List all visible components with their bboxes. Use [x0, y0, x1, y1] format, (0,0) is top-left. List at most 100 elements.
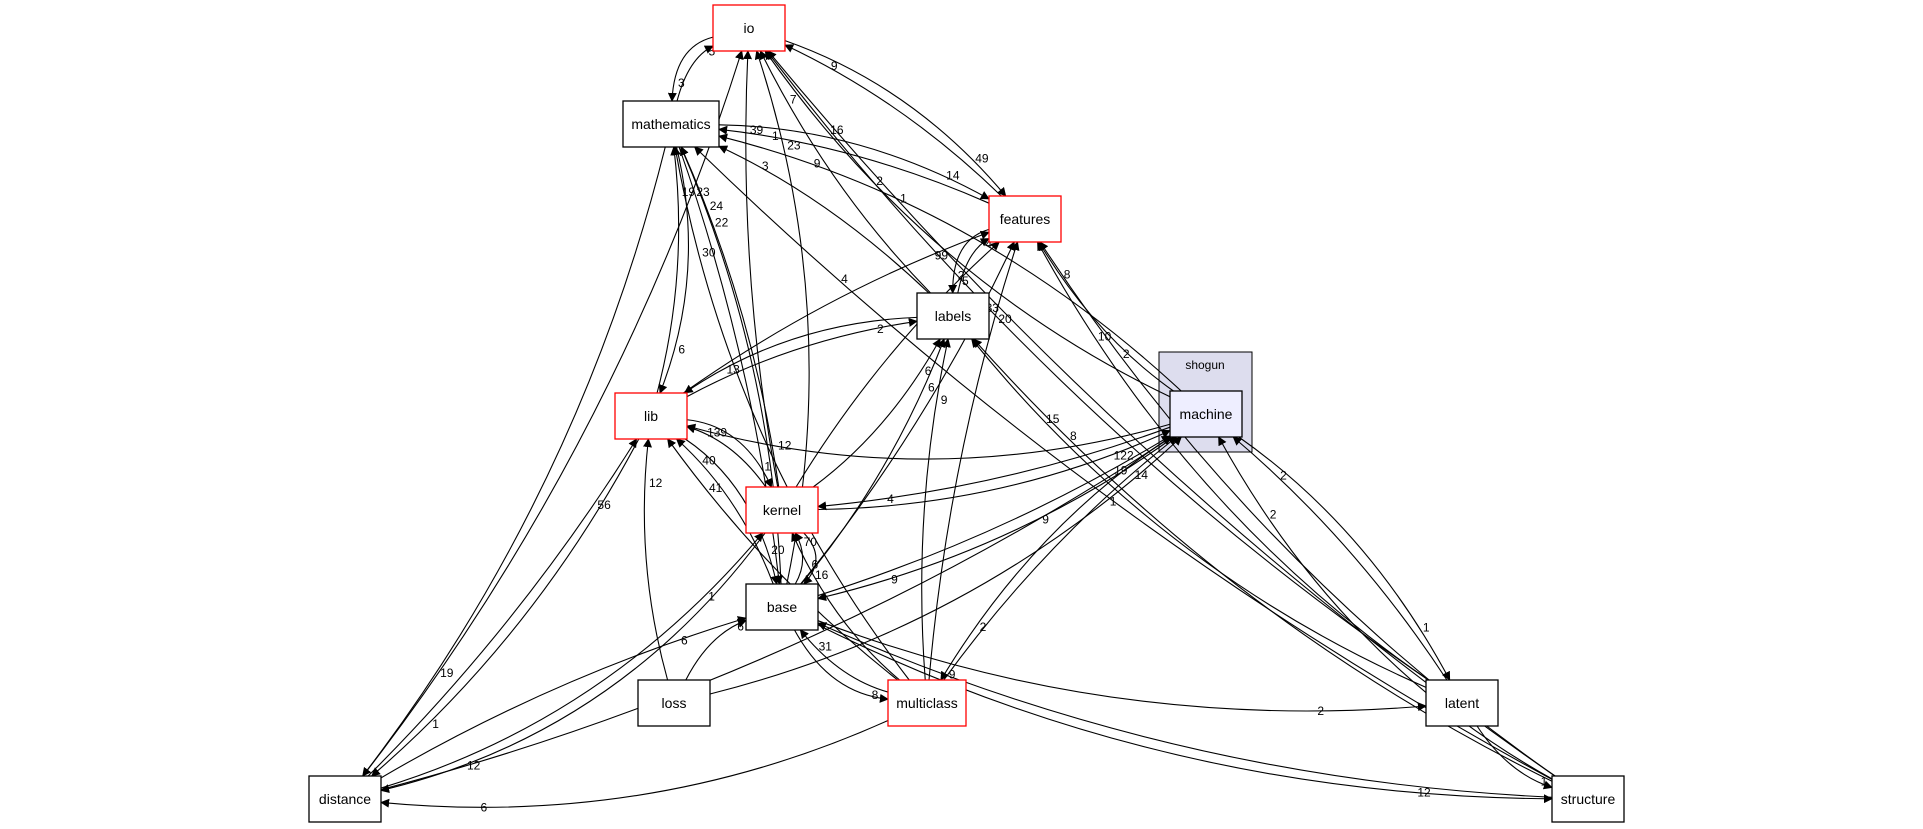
edge-label: 41 — [709, 481, 723, 495]
node-box[interactable] — [916, 292, 990, 340]
edge-label: 139 — [707, 426, 727, 440]
edge-latent-to-labels — [971, 338, 1427, 688]
edge-base-to-labels — [800, 338, 946, 585]
node-base[interactable]: base — [745, 583, 819, 631]
node-label: lib — [644, 408, 658, 424]
edge-labels-to-mathematics — [718, 145, 930, 294]
edge-label: 99 — [935, 248, 949, 262]
edge-mathematics-to-distance — [362, 146, 666, 777]
node-machine[interactable]: machine — [1169, 390, 1243, 438]
edge-label: 56 — [597, 498, 611, 512]
node-box[interactable] — [887, 679, 967, 727]
edge-label: 12 — [778, 439, 792, 453]
node-box[interactable] — [637, 679, 711, 727]
node-lib[interactable]: lib — [614, 392, 688, 440]
edge-label: 19 — [440, 666, 454, 680]
edge-label: 24 — [710, 199, 724, 213]
node-label: base — [767, 599, 798, 615]
edge-label: 22 — [715, 216, 729, 230]
node-kernel[interactable]: kernel — [745, 486, 819, 534]
edge-kernel-to-distance — [380, 532, 766, 793]
node-box[interactable] — [308, 775, 382, 823]
edge-multiclass-to-kernel — [791, 532, 900, 681]
node-label: latent — [1445, 695, 1479, 711]
edge-label: 1 — [1423, 620, 1430, 634]
edge-labels-to-lib — [683, 316, 918, 394]
edge-label: 4 — [887, 492, 894, 506]
edge-io-to-mathematics — [667, 36, 714, 102]
edge-label: 14 — [946, 168, 960, 182]
node-multiclass[interactable]: multiclass — [887, 679, 967, 727]
edge-features-to-mathematics — [718, 125, 990, 204]
edge-multiclass-to-distance — [380, 720, 889, 808]
edge-label: 6 — [925, 364, 932, 378]
node-box[interactable] — [1551, 775, 1625, 823]
edge-label: 122 — [1114, 449, 1134, 463]
edge-mathematics-to-lib — [658, 146, 689, 394]
node-label: distance — [319, 791, 371, 807]
edge-label: 1 — [432, 717, 439, 731]
node-box[interactable] — [745, 486, 819, 534]
edge-lib-to-labels — [686, 317, 918, 398]
edge-label: 5 — [962, 274, 969, 288]
edge-machine-to-base — [817, 436, 1175, 602]
edge-label: 6 — [811, 557, 818, 571]
node-box[interactable] — [1169, 390, 1243, 438]
edge-io-to-features — [784, 40, 1007, 197]
edge-machine-to-features — [1038, 241, 1174, 392]
edge-label: 20 — [771, 543, 785, 557]
node-features[interactable]: features — [988, 195, 1062, 243]
edge-label: 14 — [1135, 468, 1149, 482]
node-box[interactable] — [1425, 679, 1499, 727]
edge-label: 12 — [649, 476, 663, 490]
edge-multiclass-to-lib — [667, 438, 899, 681]
edge-label: 9 — [891, 573, 898, 587]
node-labels[interactable]: labels — [916, 292, 990, 340]
edge-kernel-to-mathematics — [680, 146, 780, 488]
node-label: labels — [935, 308, 972, 324]
edge-distance-to-kernel — [380, 532, 764, 789]
edge-label: 39 — [750, 123, 764, 137]
edge-label: 8 — [872, 688, 879, 702]
edge-structure-to-labels — [972, 338, 1553, 782]
edge-machine-to-lib — [686, 423, 1171, 460]
edge-label: 30 — [702, 245, 716, 259]
node-layer: io mathematics features labels lib machine ker… — [308, 4, 1625, 823]
edge-label: 6 — [928, 380, 935, 394]
node-box[interactable] — [614, 392, 688, 440]
edge-label: 9 — [814, 156, 821, 170]
edge-mathematics-to-io — [676, 45, 714, 102]
edge-lib-to-base — [684, 438, 780, 585]
edge-label: 40 — [702, 453, 716, 467]
node-label: structure — [1561, 791, 1616, 807]
edge-label: 9 — [949, 668, 956, 682]
node-box[interactable] — [988, 195, 1062, 243]
edge-lib-to-features — [683, 230, 990, 394]
edge-label: 16 — [830, 123, 844, 137]
edge-label: 1 — [772, 129, 779, 143]
node-label: features — [1000, 211, 1051, 227]
edge-label: 2 — [980, 620, 987, 634]
node-box[interactable] — [622, 100, 720, 148]
node-io[interactable]: io — [712, 4, 786, 52]
node-box[interactable] — [712, 4, 786, 52]
node-loss[interactable]: loss — [637, 679, 711, 727]
edge-label: 20 — [998, 312, 1012, 326]
edge-distance-to-io — [362, 50, 744, 777]
edge-mathematics-to-features — [718, 124, 990, 200]
edge-multiclass-to-labels — [921, 338, 951, 681]
node-label: multiclass — [896, 695, 957, 711]
edge-label: 5 — [709, 44, 716, 58]
edge-label: 2 — [877, 322, 884, 336]
node-box[interactable] — [745, 583, 819, 631]
edge-features-to-io — [784, 44, 1002, 197]
node-structure[interactable]: structure — [1551, 775, 1625, 823]
node-label: mathematics — [631, 116, 710, 132]
edge-labels-to-io — [759, 50, 931, 294]
node-latent[interactable]: latent — [1425, 679, 1499, 727]
edge-lib-to-mathematics — [656, 146, 680, 394]
node-mathematics[interactable]: mathematics — [622, 100, 720, 148]
edge-structure-to-mathematics — [694, 146, 1553, 780]
node-distance[interactable]: distance — [308, 775, 382, 823]
edge-loss-to-machine — [709, 436, 1182, 695]
